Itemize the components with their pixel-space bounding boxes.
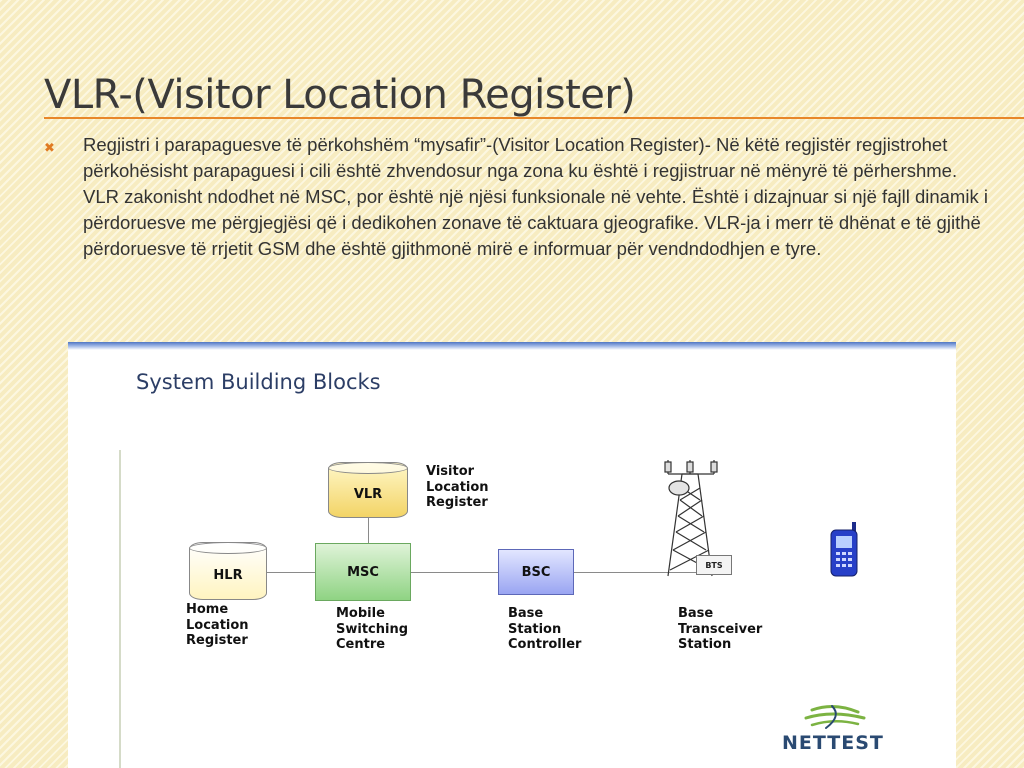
bts-label: BTS <box>705 560 723 570</box>
nettest-logo-icon <box>804 705 866 729</box>
msc-node: MSC <box>315 543 411 601</box>
msc-caption: Mobile Switching Centre <box>336 606 409 652</box>
link-hlr-msc <box>266 572 316 573</box>
bsc-label: BSC <box>521 564 551 580</box>
msc-label: MSC <box>347 564 379 580</box>
diagram-title: System Building Blocks <box>136 370 381 394</box>
vlr-database-node: VLR <box>328 462 408 518</box>
x-bullet-icon: ✖ <box>44 140 55 155</box>
hlr-caption: Home Location Register <box>186 602 249 648</box>
title-divider <box>44 117 1024 119</box>
link-vlr-msc <box>368 517 369 543</box>
system-diagram: System Building Blocks VLR Visitor Locat… <box>68 342 956 768</box>
link-bsc-bts <box>574 572 696 573</box>
diagram-top-band <box>68 342 956 350</box>
bsc-caption: Base Station Controller <box>508 606 582 652</box>
hlr-database-node: HLR <box>189 542 267 600</box>
nettest-logo-text: NETTEST <box>782 732 884 754</box>
bts-node: BTS <box>696 555 732 575</box>
bsc-node: BSC <box>498 549 574 595</box>
link-msc-bsc <box>410 572 498 573</box>
slide-title: VLR-(Visitor Location Register) <box>44 72 636 118</box>
body-paragraph: Regjistri i parapaguesve të përkohshëm “… <box>83 134 988 259</box>
bts-caption: Base Transceiver Station <box>678 606 763 652</box>
diagram-left-rule <box>119 450 121 768</box>
hlr-label: HLR <box>213 567 243 583</box>
vlr-label: VLR <box>353 486 383 502</box>
vlr-caption: Visitor Location Register <box>426 464 489 510</box>
mobile-phone-icon <box>830 522 858 577</box>
